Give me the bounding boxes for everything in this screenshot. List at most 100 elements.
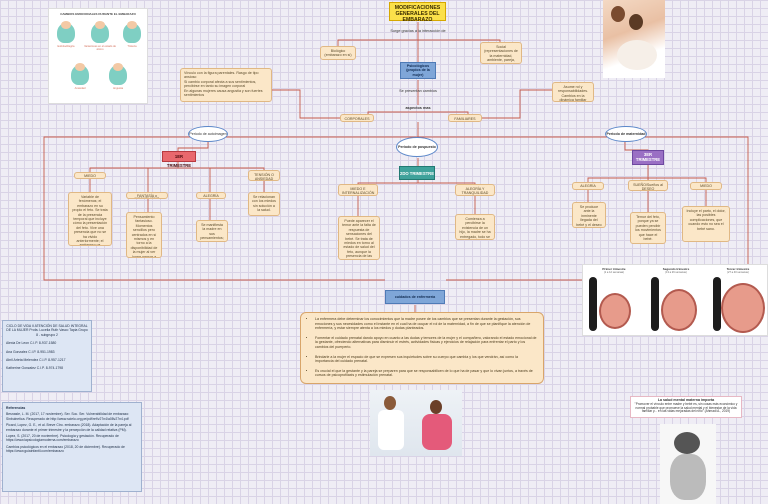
left-note: Vínculo con la figura parentales. Rasgo …: [180, 68, 272, 102]
credits-header: CICLO DE VIDA II ATENCIÓN DE SALUD INTEG…: [6, 324, 88, 337]
emotion-label-2: Variaciones en el estado de ánimo: [84, 45, 116, 51]
emotions-heading: CAMBIOS EMOCIONALES DURANTE EL EMBARAZO: [60, 12, 136, 16]
fetus-sub-2: (13 a 26 semanas): [665, 271, 687, 274]
emotion-face-3: [127, 21, 137, 29]
care-label: cuidados de enfermería: [385, 290, 445, 304]
t1-tension-note: Se relacionan con los miedos sin solució…: [248, 192, 280, 216]
care-point-2: Fomentar el cuidado prenatal dando apoyo…: [315, 336, 537, 350]
period-center-cloud: Periodo de pospuesto: [396, 137, 438, 157]
t3-joy: ALEGRÍA: [572, 182, 604, 190]
sketch-body: [670, 454, 706, 500]
node-biologic: Biológico (embarazo en sí): [320, 46, 356, 60]
couple-photo: [603, 0, 665, 78]
nurse-photo: [370, 390, 462, 456]
reference-4: Cambios psicológicos en el embarazo (201…: [6, 444, 125, 454]
left-note-line-1: Vínculo con la figura parentales. Rasgo …: [184, 71, 259, 80]
emotion-figure-4: [71, 65, 89, 85]
trimester-1: 1ER TRIMESTRE: [162, 151, 196, 168]
period-right-cloud: Periodo de maternidad: [605, 126, 647, 142]
credits-box: CICLO DE VIDA II ATENCIÓN DE SALUD INTEG…: [2, 320, 92, 392]
fetus-panel-1: Primer trimestre (1 a 12 semanas): [585, 267, 643, 335]
fetus-label-2: Segundo trimestre: [662, 267, 690, 271]
uterus-3: [721, 283, 765, 333]
emotion-label-1: Euforia/Alegria: [57, 45, 75, 48]
nurse-head: [384, 396, 396, 410]
t1-fantasy: FANTASÍA o INFANTILISMO: [126, 192, 168, 199]
node-corporal: CORPORALES: [340, 114, 374, 122]
period-left-cloud: Periodo de autoimagen: [188, 126, 228, 142]
main-title: MODIFICACIONES GENERALES DEL EMBARAZO: [389, 2, 446, 23]
fetus-sub-1: (1 a 12 semanas): [603, 271, 625, 274]
link-aspects: aspectos mas: [405, 106, 431, 110]
t1-fear: MIEDO: [74, 172, 106, 179]
reference-1: Besnasle, L. M. (2017, 17 noviembre). Se…: [6, 412, 130, 421]
patient-head: [430, 400, 442, 414]
t2-joy-note: Comienza a percibirse la existencia de u…: [455, 214, 495, 240]
emotion-figure-1: [57, 23, 75, 43]
t3-fear-note: Incluye el parto, el dolor, las posibles…: [682, 206, 730, 242]
credit-member-4: Katherine Gonzalez C.I.P. 8-974-1798: [6, 366, 64, 371]
t2-fear-note: Puede aparecer el temor ante la falta de…: [338, 216, 380, 260]
right-note: Asume rol y responsabilidades. Cambios e…: [552, 82, 594, 102]
t2-joy: ALEGRÍA Y TRANQUILIDAD: [455, 184, 495, 196]
care-point-3: Brindarle a la mujer el espacio de que s…: [315, 355, 537, 364]
photo-head-1: [611, 6, 625, 22]
emotion-label-3: Tristeza: [127, 45, 137, 48]
fetus-panel-3: Tercer trimestre (27 a 40 semanas): [709, 267, 767, 335]
uterus-1: [599, 293, 631, 329]
silhouette-1: [589, 277, 597, 331]
emotion-figure-2: [91, 23, 109, 43]
fetus-label-1: Primer trimestre: [602, 267, 626, 271]
references-heading: Referencias: [6, 406, 26, 410]
emotion-face-2: [95, 21, 105, 29]
t3-fear: MIEDO: [690, 182, 722, 190]
fetus-development-image: Primer trimestre (1 a 12 semanas) Segund…: [582, 264, 768, 336]
silhouette-3: [713, 277, 721, 331]
sketch-hair: [674, 432, 700, 454]
emotion-figure-3: [123, 23, 141, 43]
t1-joy: ALEGRÍA: [196, 192, 226, 199]
emotion-figure-5: [109, 65, 127, 85]
care-point-1: La enfermera debe determinar los conocim…: [315, 317, 537, 331]
t2-fear: MIEDO E INTERNALIZACIÓN: [338, 184, 378, 196]
t1-joy-note: Se manifiesta la madre en sus pensamient…: [196, 220, 228, 242]
emotions-illustration: CAMBIOS EMOCIONALES DURANTE EL EMBARAZO …: [48, 8, 148, 104]
t1-tension: TENSIÓN O ANSIEDAD: [248, 170, 280, 181]
t1-fear-note: Variable de fenómenos; el embarazo en su…: [68, 192, 112, 246]
link-changes: Se presentan cambios: [399, 89, 437, 93]
silhouette-2: [651, 277, 659, 331]
trimester-2: 2DO TRIMESTRE: [399, 166, 435, 180]
emotion-label-4: Ansiedad: [74, 87, 86, 90]
nurse-body: [378, 410, 404, 450]
left-note-line-3: En algunas mujeres causa angustia y son …: [184, 88, 263, 98]
care-point-4: Es crucial el que la gestante y la parej…: [315, 369, 537, 378]
t3-sleep-note: Temor del feto, porque ya se pueden perc…: [630, 212, 666, 244]
emotion-face-4: [75, 63, 85, 71]
care-points-box: La enfermera debe determinar los conocim…: [300, 312, 544, 384]
emotion-label-5: Angustia: [112, 87, 124, 90]
quote-title: La salud mental materna importa: [657, 398, 715, 402]
credit-member-3: Abril Arteta Melendez C.I.P. 8-957-1217: [6, 358, 66, 363]
patient-body: [422, 414, 452, 450]
t1-fantasy-note: Pensamiento fantasioso. Momentos sencill…: [126, 212, 162, 258]
uterus-2: [661, 289, 697, 331]
t3-sleep: SUEÑO/Sueños al DESEO: [628, 180, 668, 191]
node-psychological: Psicológicos (propios de la mujer): [400, 62, 436, 79]
node-familiar: FAMILIARES: [448, 114, 482, 122]
references-box: Referencias Besnasle, L. M. (2017, 17 no…: [2, 402, 142, 492]
trimester-3: 3ER TRIMESTRE: [632, 150, 664, 165]
reference-3: Lopez, S. (2017, 20 de noviembre). Psico…: [6, 434, 119, 443]
credit-member-1: Alexia De Leon C.I.P. 8-937-1580: [6, 341, 57, 346]
photo-belly: [617, 40, 657, 70]
photo-head-2: [629, 14, 643, 30]
fetus-panel-2: Segundo trimestre (13 a 26 semanas): [647, 267, 705, 335]
reference-2: Picard, Lopez, G. E., et al. Breve Ctro.…: [6, 423, 132, 432]
left-note-line-2: Si cambio corporal afecta a sus sentimie…: [184, 79, 257, 89]
node-social: Social (representaciones de la maternida…: [480, 42, 522, 64]
t3-joy-note: Se produce ante la inminente llegada del…: [572, 202, 606, 228]
emotion-face-1: [61, 21, 71, 29]
fetus-label-3: Tercer trimestre: [726, 267, 750, 271]
mother-sketch: [660, 424, 716, 504]
emotion-face-5: [113, 63, 123, 71]
credit-member-2: Ana Gonzalez C.I.P. 8-951-1983: [6, 349, 55, 354]
